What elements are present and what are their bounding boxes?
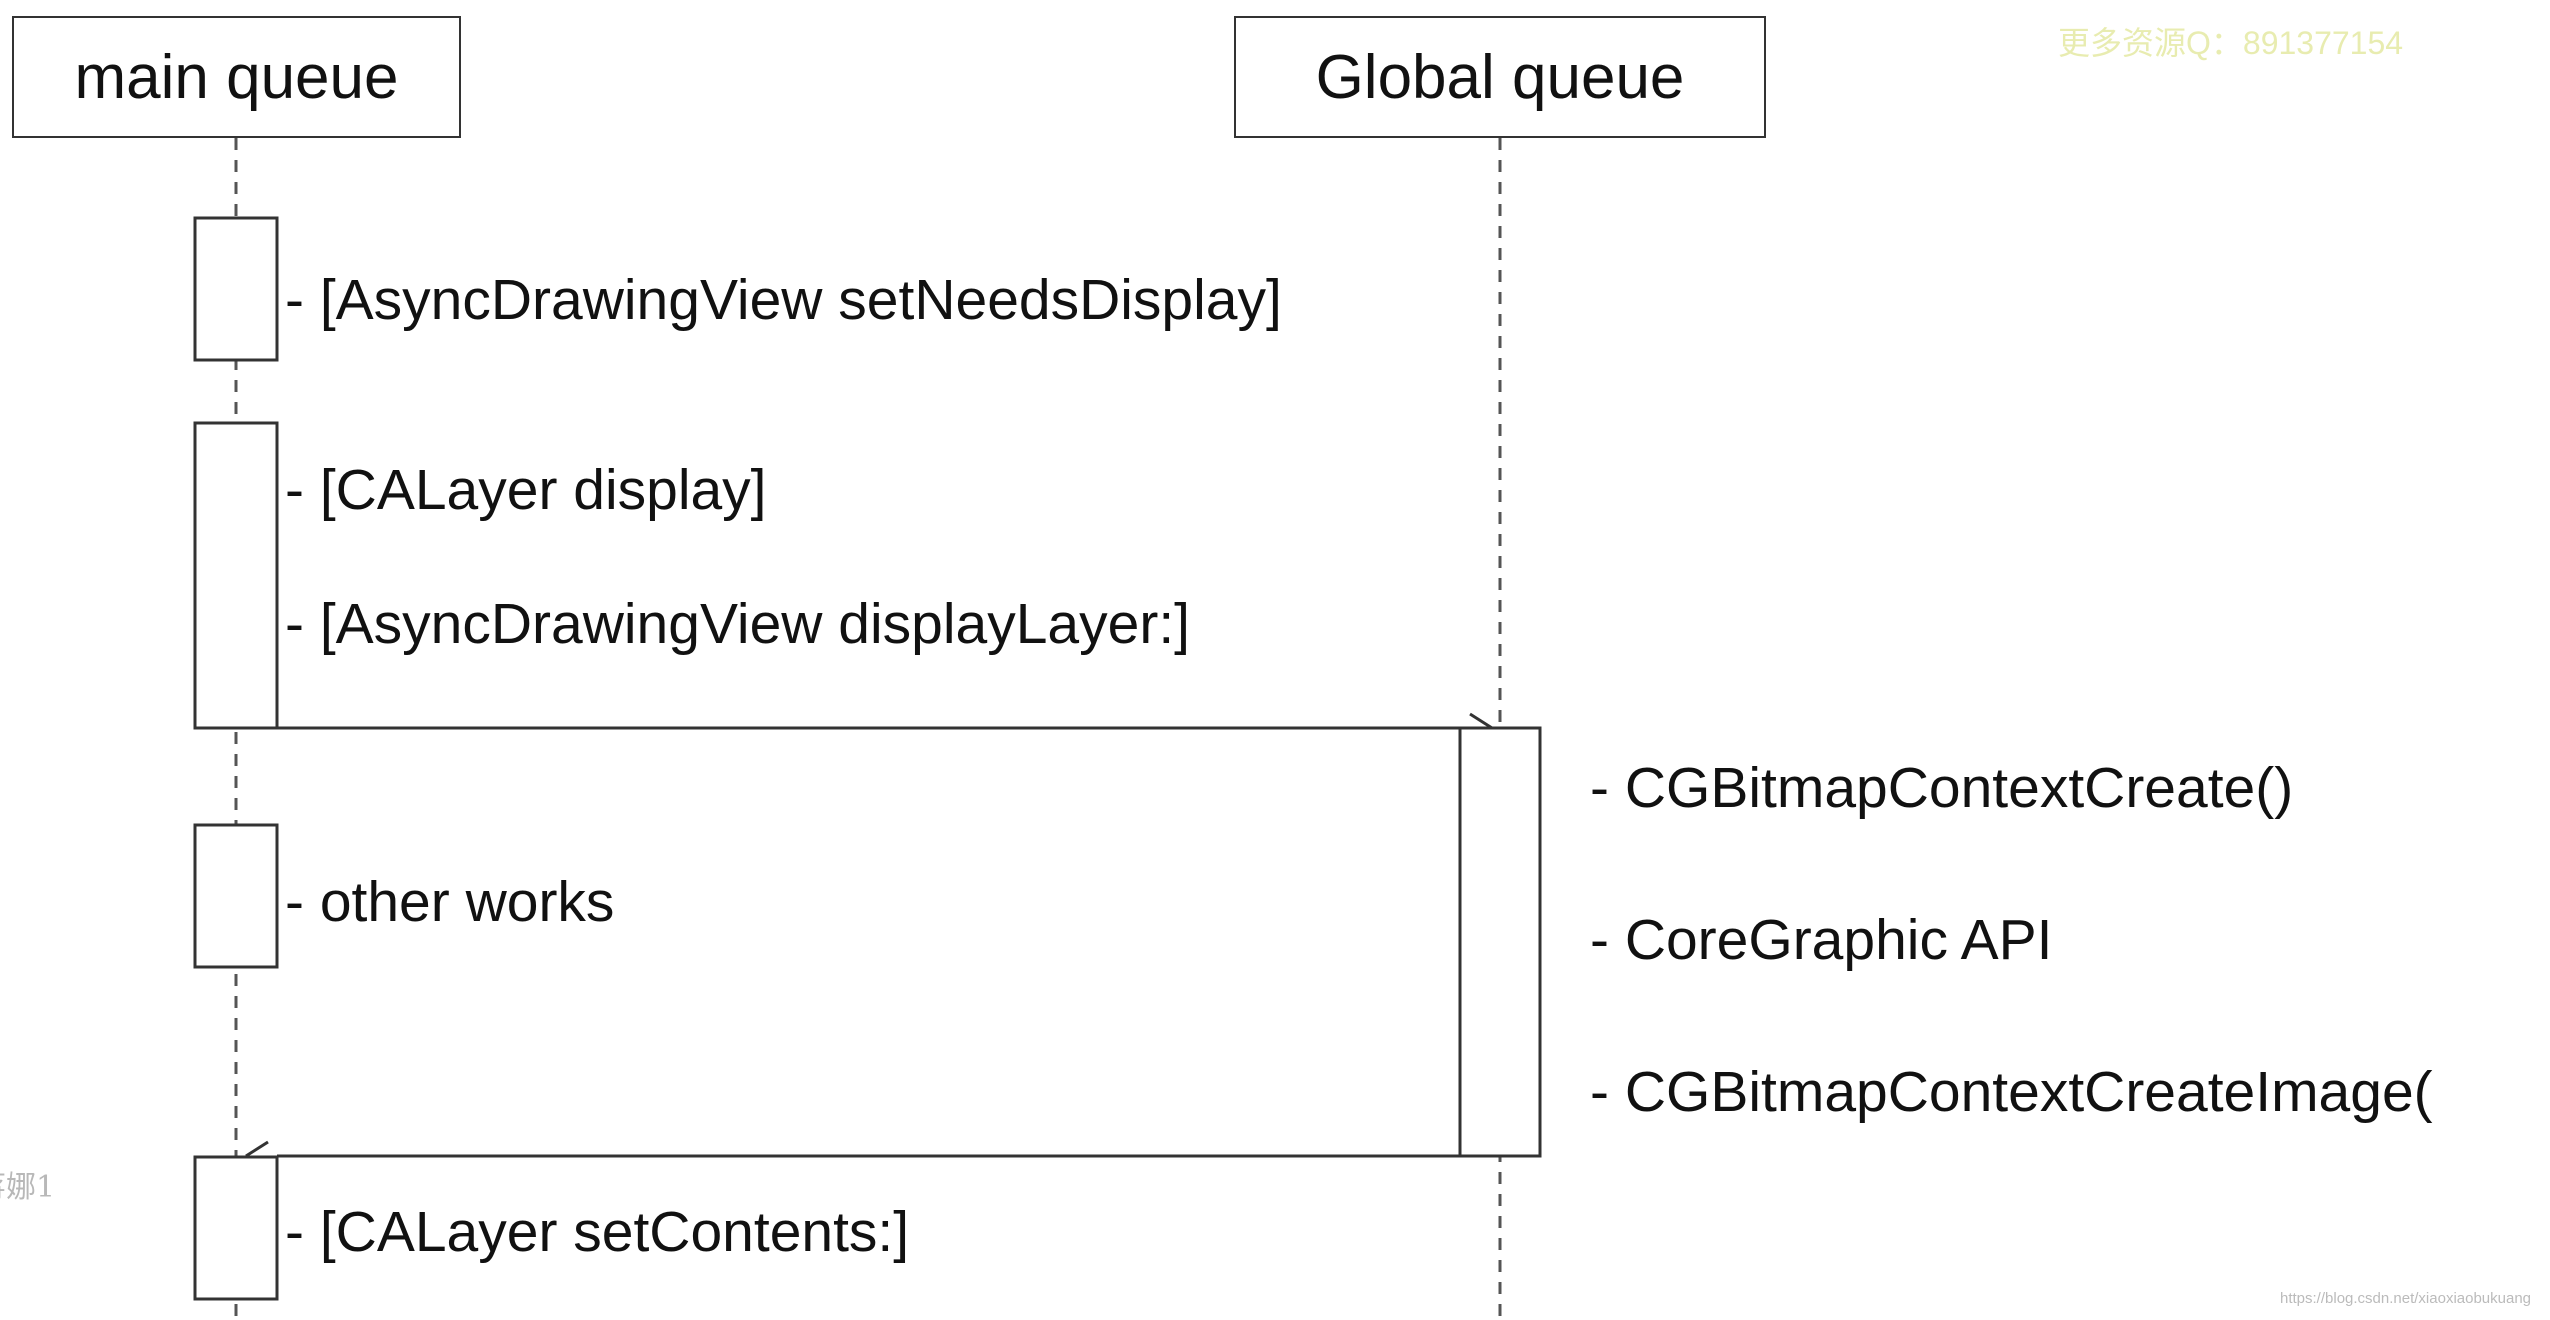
- watermark-top-right: 更多资源Q：891377154: [2058, 25, 2404, 61]
- watermark-bottom-right: https://blog.csdn.net/xiaoxiaobukuang: [2280, 1290, 2532, 1307]
- global-queue-title: Global queue: [1315, 42, 1685, 112]
- global-queue-header: Global queue: [1234, 16, 1766, 138]
- message-calayer-display: - [CALayer display]: [285, 458, 767, 522]
- activation-set-needs-display: [193, 216, 279, 362]
- return-arrowhead: [245, 1140, 269, 1158]
- message-set-contents: - [CALayer setContents:]: [285, 1200, 910, 1264]
- main-queue-title: main queue: [74, 42, 399, 112]
- message-coregraphic-api: - CoreGraphic API: [1590, 908, 2053, 972]
- activation-display: [193, 421, 279, 730]
- async-dispatch-arrowhead: [1469, 712, 1493, 730]
- activation-set-contents: [193, 1155, 279, 1301]
- main-queue-header: main queue: [12, 16, 461, 138]
- watermark-left-edge: 蒋娜1: [0, 1170, 56, 1205]
- message-bitmap-context-create-image: - CGBitmapContextCreateImage(: [1590, 1060, 2433, 1124]
- message-bitmap-context-create: - CGBitmapContextCreate(): [1590, 756, 2294, 820]
- activation-other-works: [193, 823, 279, 969]
- message-display-layer: - [AsyncDrawingView displayLayer:]: [285, 592, 1190, 656]
- message-other-works: - other works: [285, 870, 615, 934]
- activation-global-drawing: [1458, 726, 1542, 1158]
- message-set-needs-display: - [AsyncDrawingView setNeedsDisplay]: [285, 268, 1282, 332]
